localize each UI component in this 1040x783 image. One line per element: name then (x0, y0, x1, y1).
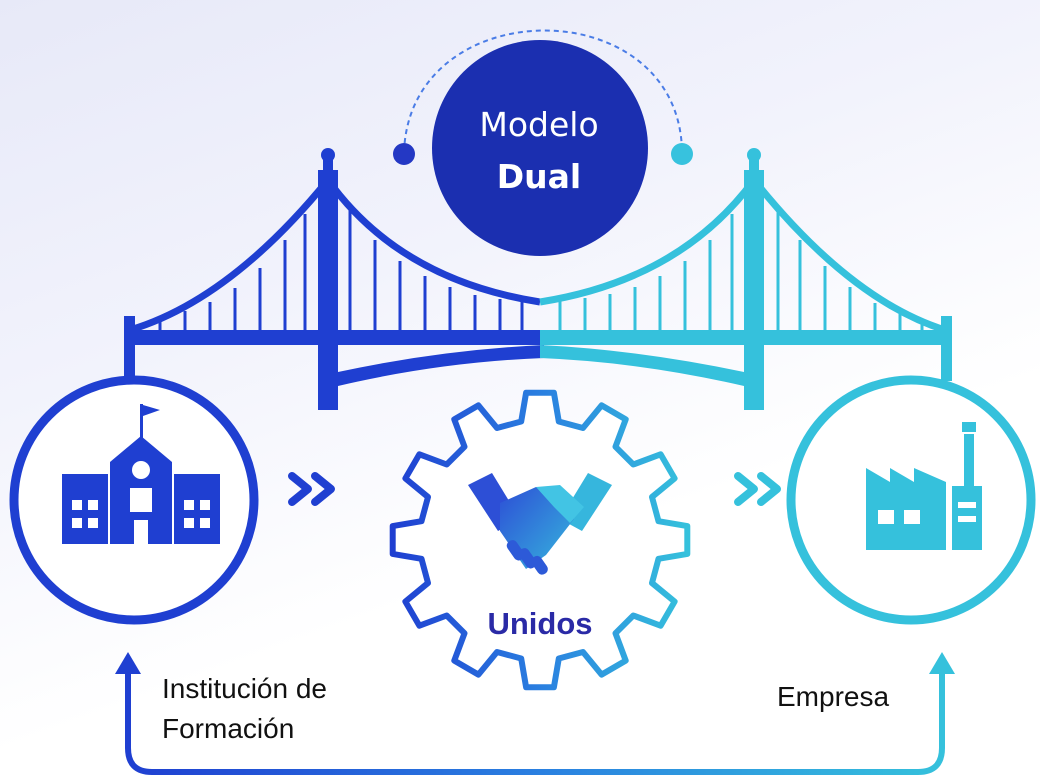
company-label: Empresa (777, 681, 890, 712)
double-chevron-right-icon-2 (734, 472, 781, 506)
handshake-icon (468, 473, 612, 575)
school-building-icon (62, 404, 220, 544)
institution-label-line2: Formación (162, 713, 295, 744)
arc-end-left (393, 143, 415, 165)
return-arrow (125, 666, 945, 775)
modelo-dual-badge (432, 40, 648, 256)
institution-label-line1: Institución de (162, 673, 327, 704)
bridge-right-half (539, 148, 952, 410)
double-chevron-right-icon (288, 472, 335, 506)
badge-label-line2: Dual (496, 157, 582, 196)
factory-icon (866, 422, 982, 550)
bridge-left-half (124, 148, 544, 410)
arrowhead-right (929, 652, 955, 674)
arrowhead-left (115, 652, 141, 674)
gear-label: Unidos (487, 606, 593, 641)
badge-label-line1: Modelo (479, 105, 599, 144)
arc-end-right (671, 143, 693, 165)
